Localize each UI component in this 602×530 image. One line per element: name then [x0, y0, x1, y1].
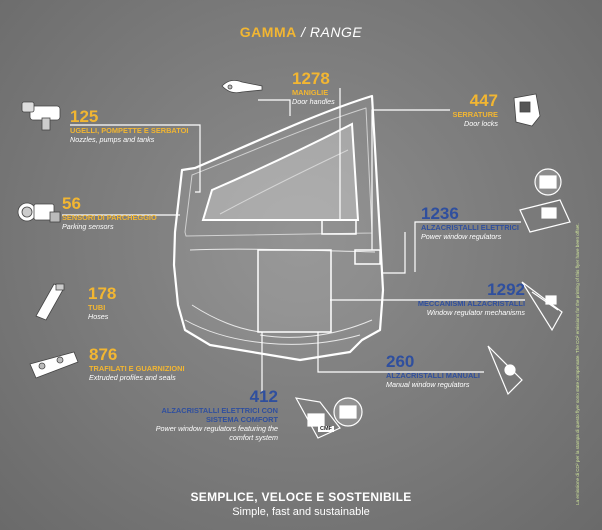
category-count: 178: [88, 284, 117, 303]
category-label-en: Door handles: [292, 97, 335, 106]
category-label-it: SERRATURE: [452, 110, 498, 119]
cmf-tag: CMF: [318, 426, 334, 432]
category-nozzles: 125 UGELLI, POMPETTE E SERBATOI Nozzles,…: [70, 107, 189, 145]
category-label-en: Parking sensors: [62, 222, 114, 231]
footer-tagline-en: Simple, fast and sustainable: [232, 506, 370, 518]
manual-regulator-icon: [487, 345, 523, 396]
power-window-regulator-icon: [519, 168, 571, 233]
category-parking-sensors: 56 SENSORI DI PARCHEGGIO Parking sensors: [62, 194, 157, 232]
category-door-handles: 1278 MANIGLIE Door handles: [292, 69, 335, 107]
extruded-profile-icon: [29, 351, 79, 379]
category-label-en: Extruded profiles and seals: [89, 373, 176, 382]
parking-sensor-icon: [17, 202, 61, 223]
category-label-it: ALZACRISTALLI MANUALI: [386, 371, 480, 380]
category-hoses: 178 TUBI Hoses: [88, 284, 117, 322]
category-label-en: Door locks: [464, 119, 498, 128]
category-door-locks: 447 SERRATURE Door locks: [400, 91, 498, 129]
category-count: 1278: [292, 69, 330, 88]
handle-zone: [321, 219, 357, 235]
category-label-en: Hoses: [88, 312, 109, 321]
category-power-window-regulators: 1236 ALZACRISTALLI ELETTRICI Power windo…: [421, 204, 519, 242]
title-separator: /: [301, 24, 306, 40]
door-window: [201, 122, 360, 221]
category-count: 876: [89, 345, 118, 364]
door-panel-details: [184, 248, 376, 345]
regulator-zone: [257, 249, 332, 333]
category-label-it: SENSORI DI PARCHEGGIO: [62, 213, 157, 222]
category-comfort-regulators: 412 ALZACRISTALLI ELETTRICI CON SISTEMA …: [140, 387, 278, 443]
lock-zone: [354, 249, 381, 265]
title-english: RANGE: [309, 24, 363, 40]
category-count: 125: [70, 107, 99, 126]
category-label-en: Power window regulators featuring the co…: [155, 424, 278, 442]
category-extruded-profiles: 876 TRAFILATI E GUARNIZIONI Extruded pro…: [89, 345, 185, 383]
footer-tagline-it: SEMPLICE, VELOCE E SOSTENIBILE: [190, 490, 412, 504]
category-label-it: ALZACRISTALLI ELETTRICI: [421, 223, 519, 232]
category-label-it: TUBI: [88, 303, 106, 312]
category-label-it: MANIGLIE: [292, 88, 329, 97]
leader-lines: [62, 88, 525, 392]
comfort-regulator-icon: [294, 397, 363, 439]
co2-offset-note: La emissione di CO² per la stampa di que…: [575, 223, 580, 505]
title-italian: GAMMA: [239, 24, 297, 40]
category-count: 1292: [487, 280, 525, 299]
category-window-mechanisms: 1292 MECCANISMI ALZACRISTALLI Window reg…: [390, 280, 525, 318]
door-handle-icon: [221, 79, 263, 94]
category-manual-regulators: 260 ALZACRISTALLI MANUALI Manual window …: [386, 352, 480, 390]
category-label-en: Power window regulators: [421, 232, 502, 241]
nozzle-pump-icon: [21, 101, 61, 131]
category-label-it: ALZACRISTALLI ELETTRICI CON SISTEMA COMF…: [161, 406, 278, 424]
category-label-en: Nozzles, pumps and tanks: [70, 135, 155, 144]
category-label-it: UGELLI, POMPETTE E SERBATOI: [70, 126, 189, 135]
category-label-it: TRAFILATI E GUARNIZIONI: [89, 364, 185, 373]
hose-icon: [35, 283, 65, 321]
category-label-en: Window regulator mechanisms: [426, 308, 525, 317]
window-mechanism-icon: [521, 281, 563, 332]
window-reflection: [219, 149, 349, 215]
category-label-en: Manual window regulators: [386, 380, 470, 389]
category-count: 412: [249, 387, 278, 406]
category-count: 260: [386, 352, 415, 371]
category-count: 447: [469, 91, 498, 110]
category-count: 56: [62, 194, 81, 213]
door-lock-icon: [513, 93, 541, 127]
page-title: GAMMA / RANGE: [0, 24, 602, 40]
category-label-it: MECCANISMI ALZACRISTALLI: [417, 299, 525, 308]
category-count: 1236: [421, 204, 459, 223]
